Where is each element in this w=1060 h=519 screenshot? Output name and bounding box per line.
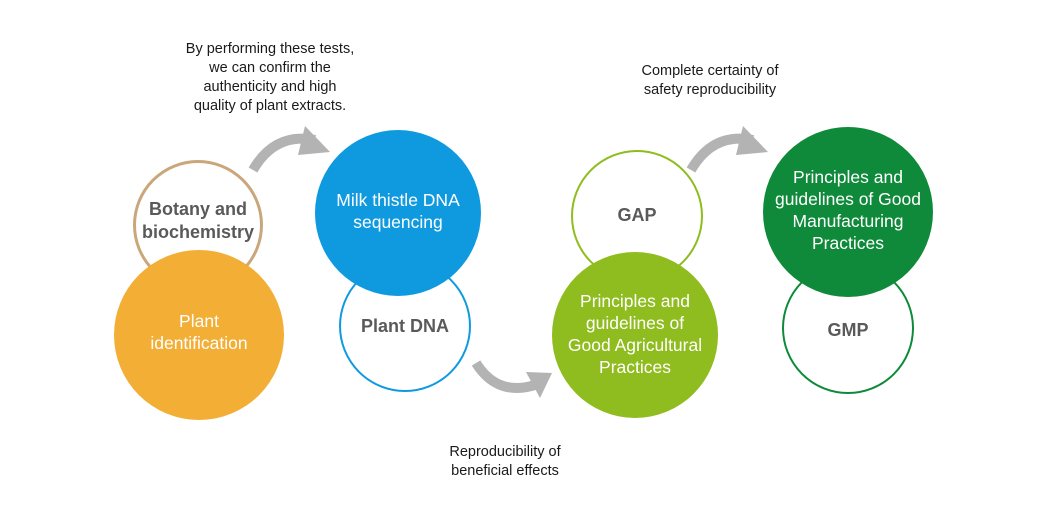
safety-caption: Complete certainty of safety reproducibi… [641, 63, 779, 98]
plant-dna-label: Plant DNA [360, 315, 449, 336]
plant-identification-label: Plant identification [150, 311, 248, 353]
tests-caption: By performing these tests, we can confir… [185, 41, 355, 114]
good-manufacturing-practices-circle: Principles and guidelines of Good Manufa… [763, 127, 933, 297]
gmp-label: GMP [827, 319, 869, 340]
gap-label: GAP [617, 204, 657, 225]
arrow-icon-3 [686, 126, 768, 173]
good-agricultural-practices-label: Principles and guidelines of Good Agricu… [567, 291, 703, 377]
milk-thistle-dna-label: Milk thistle DNA sequencing [336, 190, 460, 232]
botany-biochemistry-label: Botany and biochemistry [141, 199, 255, 242]
beneficial-caption: Reproducibility of beneficial effects [449, 444, 561, 479]
arrow-icon-2 [471, 360, 552, 398]
arrow-icon-1 [248, 126, 330, 173]
milk-thistle-dna-circle: Milk thistle DNA sequencing [315, 130, 481, 296]
good-manufacturing-practices-label: Principles and guidelines of Good Manufa… [775, 167, 921, 253]
good-agricultural-practices-circle: Principles and guidelines of Good Agricu… [552, 252, 718, 418]
plant-identification-circle: Plant identification [114, 250, 284, 420]
